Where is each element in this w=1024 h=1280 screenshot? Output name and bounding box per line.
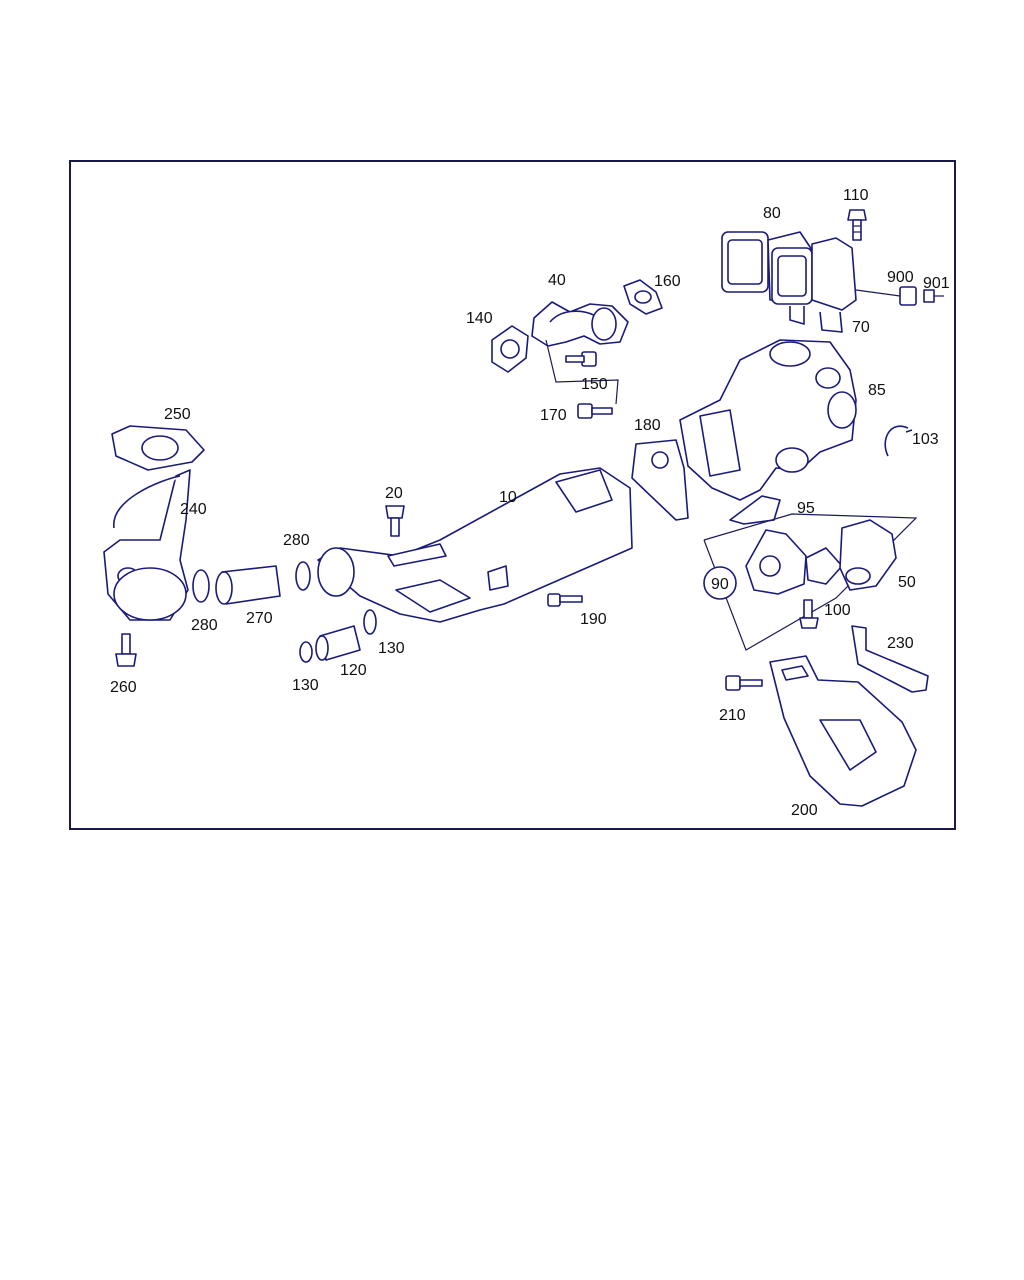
callout-210: 210 (719, 707, 746, 724)
callout-180: 180 (634, 417, 661, 434)
part-200-heat-shield (769, 655, 917, 807)
part-40-pipe (531, 301, 629, 347)
part-260-bolt (115, 633, 137, 667)
callout-901: 901 (923, 275, 950, 292)
part-900-connector (855, 286, 917, 306)
callout-230: 230 (887, 635, 914, 652)
part-103-clip (884, 425, 913, 457)
leader-40-group (545, 339, 619, 405)
callout-240: 240 (180, 501, 207, 518)
callout-150: 150 (581, 376, 608, 393)
part-160-gasket (623, 279, 663, 315)
part-90-actuator (745, 529, 843, 595)
part-95-gasket (729, 495, 781, 525)
callout-20: 20 (385, 485, 403, 502)
callout-900: 900 (887, 269, 914, 286)
callout-95: 95 (797, 500, 815, 517)
part-100-bolt (799, 599, 819, 629)
callout-250: 250 (164, 406, 191, 423)
callout-160: 160 (654, 273, 681, 290)
callout-280-upper: 280 (283, 532, 310, 549)
part-190-bolt (547, 593, 583, 607)
callout-120: 120 (340, 662, 367, 679)
part-130-ring-right (363, 609, 377, 635)
part-80-valve-actuators (721, 231, 857, 333)
callout-90-circle (703, 566, 737, 600)
part-85-valve-housing (679, 339, 857, 501)
part-150-bolt (565, 351, 597, 367)
callout-70: 70 (852, 319, 870, 336)
callout-80: 80 (763, 205, 781, 222)
part-130-ring-left (299, 641, 313, 663)
part-280-ring-left (192, 569, 210, 603)
callout-130-right: 130 (378, 640, 405, 657)
callout-110: 110 (843, 187, 869, 204)
callout-260: 260 (110, 679, 137, 696)
callout-170: 170 (540, 407, 567, 424)
part-250-gasket (111, 425, 205, 471)
part-10-egr-cooler (317, 467, 633, 623)
part-110-screw (847, 209, 867, 241)
part-20-bolt (385, 505, 405, 537)
part-210-bolt (725, 675, 763, 691)
callout-10: 10 (499, 489, 517, 506)
part-140-gasket (491, 325, 529, 373)
callout-40: 40 (548, 272, 566, 289)
diagram-frame (69, 160, 956, 830)
callout-50: 50 (898, 574, 916, 591)
part-901-pin (923, 289, 944, 303)
part-170-bolt (577, 403, 613, 419)
part-270-tube (215, 565, 281, 605)
callout-100: 100 (824, 602, 851, 619)
part-240-elbow (103, 469, 191, 621)
callout-130-left: 130 (292, 677, 319, 694)
part-180-gasket (631, 439, 689, 521)
callout-190: 190 (580, 611, 607, 628)
callout-270: 270 (246, 610, 273, 627)
callout-200: 200 (791, 802, 818, 819)
callout-140: 140 (466, 310, 493, 327)
callout-103: 103 (912, 431, 939, 448)
part-280-ring-right (295, 561, 311, 591)
part-230-bracket (851, 625, 929, 693)
callout-labels: 80 110 900 901 70 40 160 140 150 170 85 … (110, 187, 950, 819)
part-120-fitting (315, 625, 361, 661)
callout-280-lower: 280 (191, 617, 218, 634)
callout-85: 85 (868, 382, 886, 399)
part-50-valve (839, 519, 897, 591)
callout-90: 90 (711, 576, 729, 593)
